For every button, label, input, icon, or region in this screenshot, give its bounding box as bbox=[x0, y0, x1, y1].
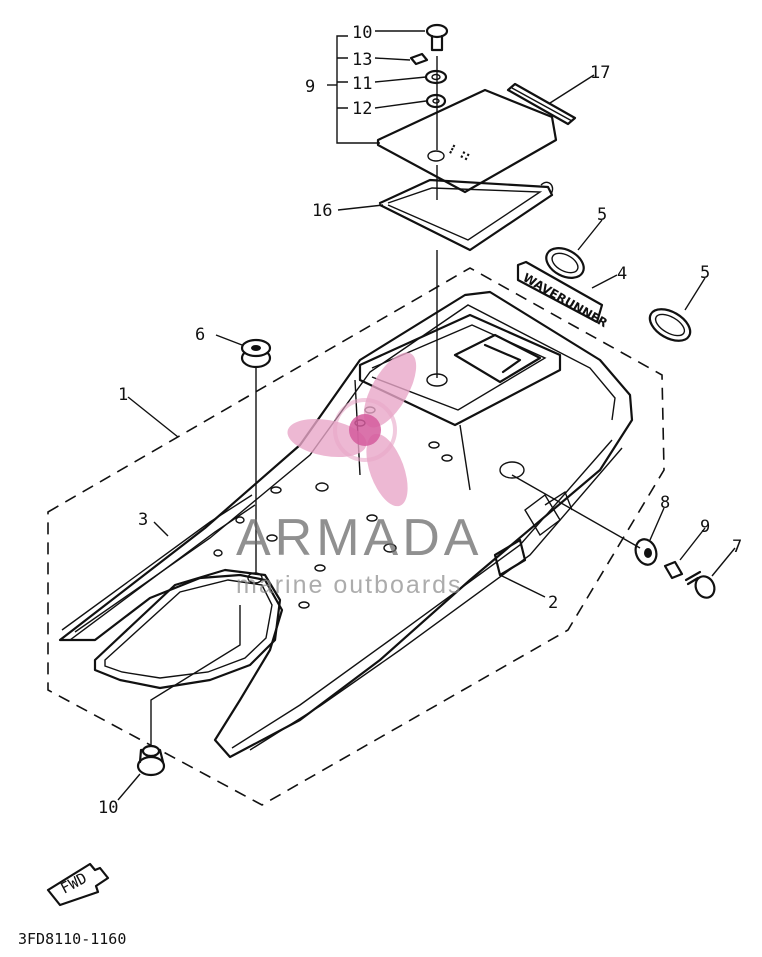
fwd-arrow: FWD bbox=[46, 862, 110, 907]
callout-5-left: 5 bbox=[597, 205, 607, 225]
seat-seal bbox=[93, 568, 282, 690]
svg-text:WAVERUNNER: WAVERUNNER bbox=[521, 270, 610, 330]
collar-9 bbox=[663, 560, 684, 580]
callout-16: 16 bbox=[312, 201, 332, 221]
drawing-code: 3FD8110-1160 bbox=[18, 930, 126, 948]
screw-12 bbox=[425, 23, 449, 52]
callout-9: 9 bbox=[700, 517, 710, 537]
washer-13 bbox=[424, 69, 448, 85]
emblem-4: WAVERUNNER bbox=[516, 260, 610, 330]
washer-14 bbox=[425, 93, 447, 109]
callout-3: 3 bbox=[138, 510, 148, 530]
callout-10: 10 bbox=[98, 798, 118, 818]
ring-5-right bbox=[648, 308, 692, 342]
callout-15: 13 bbox=[352, 50, 372, 70]
propeller-icon bbox=[287, 352, 417, 507]
ring-5-left bbox=[545, 247, 585, 279]
grommet-6 bbox=[240, 338, 272, 369]
callout-1: 1 bbox=[118, 385, 128, 405]
watermark-tagline: marine outboards bbox=[236, 571, 463, 599]
callout-6: 6 bbox=[195, 325, 205, 345]
callout-2: 2 bbox=[548, 593, 558, 613]
callout-11: 9 bbox=[305, 77, 315, 97]
watermark-brand: ARMADA bbox=[236, 509, 482, 567]
callout-4: 4 bbox=[617, 264, 627, 284]
callout-17: 17 bbox=[590, 63, 610, 83]
callout-7: 7 bbox=[732, 537, 742, 557]
hatch-gasket bbox=[378, 178, 554, 252]
hatch-cover: ⋮ ∷ bbox=[376, 88, 558, 194]
callout-14: 12 bbox=[352, 99, 372, 119]
callout-12: 10 bbox=[352, 23, 372, 43]
leader-lines bbox=[117, 30, 736, 801]
watermark: ARMADA marine outboards bbox=[236, 352, 482, 599]
grommet-8 bbox=[634, 538, 658, 566]
callout-13: 11 bbox=[352, 74, 372, 94]
callout-labels: 10 13 9 11 12 17 16 5 4 5 6 1 3 8 9 7 2 … bbox=[98, 23, 742, 818]
bolt-7 bbox=[684, 570, 716, 599]
svg-text:FWD: FWD bbox=[57, 869, 89, 898]
collar-15 bbox=[409, 52, 429, 66]
body-side-decal bbox=[493, 490, 573, 577]
assembly-boundary bbox=[47, 267, 665, 806]
grommet-10 bbox=[136, 744, 166, 777]
callout-5-right: 5 bbox=[700, 263, 710, 283]
callout-8: 8 bbox=[660, 493, 670, 513]
